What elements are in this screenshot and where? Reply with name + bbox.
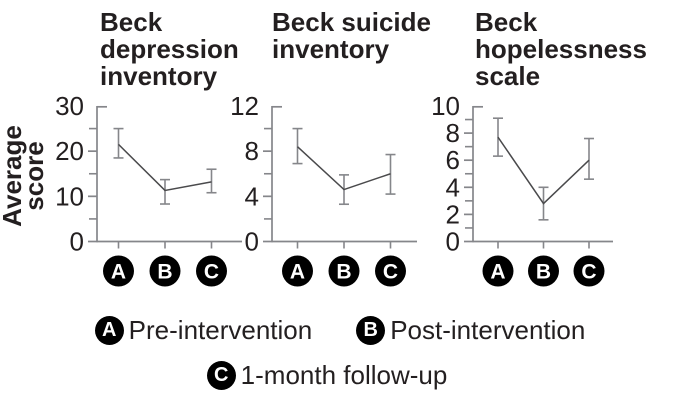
category-marker-label: A <box>290 261 305 284</box>
category-marker-a <box>103 255 134 287</box>
legend-row-1: A Pre-intervention B Post-intervention <box>0 315 680 346</box>
legend-item-post-intervention: B Post-intervention <box>356 315 585 346</box>
category-marker-label: B <box>157 261 172 284</box>
category-marker-a <box>482 255 514 287</box>
y-tick-label: 6 <box>446 145 460 175</box>
category-marker-b <box>528 255 559 287</box>
category-marker-c <box>375 255 406 287</box>
legend-label-pre-intervention: Pre-intervention <box>128 315 313 345</box>
chart-title-beck-depression-inventory: Beck depression inventory <box>100 7 239 91</box>
chart-beck-depression-inventory: 0 10 20 30A B C <box>55 91 242 287</box>
y-tick-label: 10 <box>431 91 460 121</box>
legend-label-1-month-follow-up: 1-month follow-up <box>240 360 448 390</box>
category-marker-label: A <box>490 261 505 284</box>
y-tick-label: 0 <box>446 227 460 257</box>
y-tick-label: 30 <box>55 91 84 121</box>
category-marker-c <box>196 255 227 287</box>
legend-item-1-month-follow-up: C 1-month follow-up <box>206 360 448 391</box>
category-marker-b <box>149 255 181 287</box>
category-marker-label: B <box>336 261 351 284</box>
y-tick-label: 0 <box>245 227 259 257</box>
category-marker-label: C <box>204 261 219 284</box>
y-tick-label: 8 <box>446 118 460 148</box>
category-marker-c <box>573 255 605 287</box>
legend-marker-b: B <box>356 316 386 345</box>
y-tick-label: 2 <box>446 199 460 229</box>
category-marker-label: C <box>581 261 596 284</box>
data-line <box>296 146 391 191</box>
category-marker-b <box>328 255 360 287</box>
legend-item-pre-intervention: A Pre-intervention <box>94 315 313 346</box>
category-marker-label: A <box>111 261 126 284</box>
legend-row-2: C 1-month follow-up <box>0 360 667 391</box>
category-marker-label: B <box>536 261 551 284</box>
legend-marker-a: A <box>94 316 124 345</box>
y-tick-label: 20 <box>55 136 84 166</box>
category-marker-label: C <box>383 261 398 284</box>
chart-title-beck-suicide-inventory: Beck suicide inventory <box>272 7 431 64</box>
y-tick-label: 4 <box>446 172 460 202</box>
y-tick-label: 0 <box>70 227 84 257</box>
chart-beck-suicide-inventory: 0 4 8 12A B C <box>230 91 417 287</box>
category-marker-a <box>282 255 313 287</box>
y-tick-label: 8 <box>245 136 259 166</box>
chart-title-beck-hopelessness-scale: Beck hopelessness scale <box>475 7 647 91</box>
data-line <box>497 136 590 205</box>
y-tick-label: 4 <box>245 181 259 211</box>
legend-label-post-intervention: Post-intervention <box>390 315 586 345</box>
legend-marker-c: C <box>206 361 236 390</box>
y-tick-label: 12 <box>230 91 259 121</box>
y-tick-label: 10 <box>55 181 84 211</box>
data-line <box>117 143 212 192</box>
